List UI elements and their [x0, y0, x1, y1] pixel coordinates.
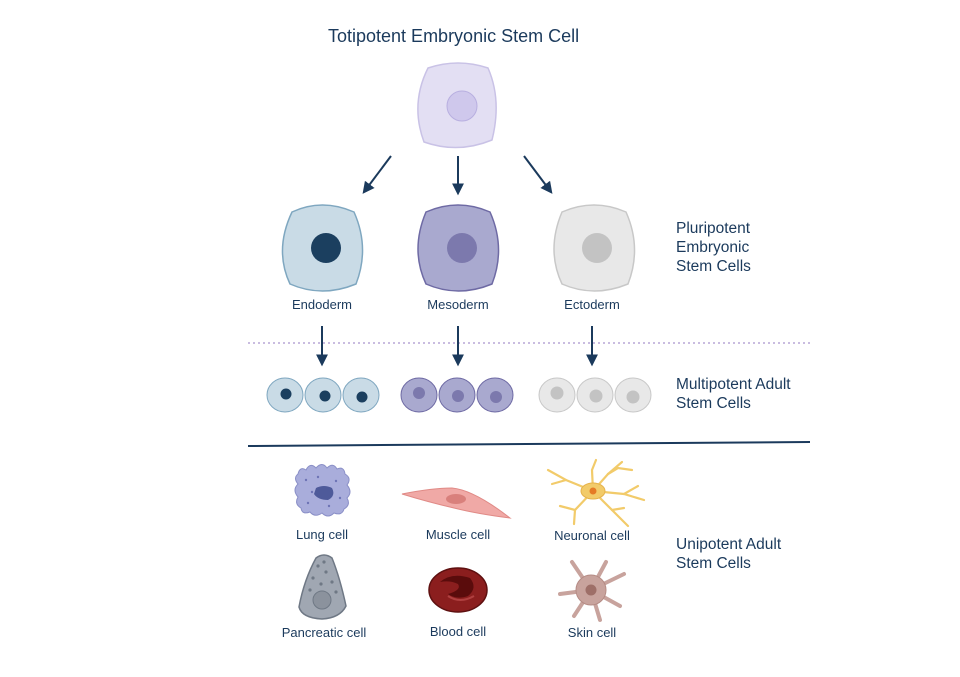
- arrow-to-ectoderm: [523, 155, 553, 194]
- multipotent-stage-label: Multipotent Adult Stem Cells: [676, 376, 791, 412]
- solid-divider: [247, 441, 811, 447]
- pancreatic-cell-icon: [298, 554, 347, 620]
- ectoderm-cell: [553, 204, 636, 292]
- pluripotent-stage-label: Pluripotent Embryonic Stem Cells: [676, 220, 751, 275]
- neuronal-cell-label: Neuronal cell: [554, 528, 630, 543]
- arrow-to-endoderm: [362, 155, 392, 194]
- endoderm-cell: [281, 204, 364, 292]
- lung-cell-icon: [294, 464, 351, 517]
- mesoderm-cell: [417, 204, 500, 292]
- muscle-cell-label: Muscle cell: [425, 527, 491, 542]
- multipotent-endoderm-cells: [266, 377, 380, 413]
- ectoderm-label: Ectoderm: [564, 297, 620, 312]
- blood-cell-icon: [428, 567, 488, 613]
- diagram-title: Totipotent Embryonic Stem Cell: [328, 26, 580, 46]
- mesoderm-label: Mesoderm: [427, 297, 489, 312]
- endoderm-label: Endoderm: [292, 297, 352, 312]
- blood-cell-label: Blood cell: [429, 624, 487, 639]
- neuronal-cell-icon: [546, 458, 646, 528]
- skin-cell-label: Skin cell: [567, 625, 617, 640]
- muscle-cell-icon: [401, 487, 512, 519]
- totipotent-cell: [417, 62, 497, 149]
- unipotent-stage-label: Unipotent Adult Stem Cells: [676, 536, 782, 572]
- multipotent-ectoderm-cells: [538, 377, 652, 413]
- pancreatic-cell-label: Pancreatic cell: [281, 625, 367, 640]
- skin-cell-icon: [558, 560, 626, 622]
- multipotent-mesoderm-cells: [400, 377, 514, 413]
- lung-cell-label: Lung cell: [295, 527, 349, 542]
